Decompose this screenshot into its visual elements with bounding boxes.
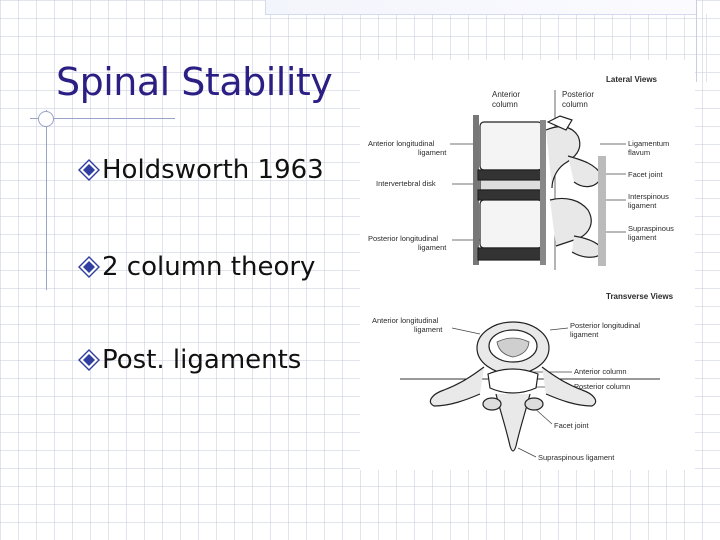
posterior-column-label: Posterior column bbox=[562, 90, 596, 109]
label-line: Posterior bbox=[562, 90, 594, 99]
label-line: column bbox=[562, 100, 588, 109]
transverse-vertebra-drawing bbox=[429, 321, 597, 452]
right-callout-label: Interspinous ligament bbox=[628, 192, 671, 210]
right-callout-label: Facet joint bbox=[628, 170, 664, 179]
right-callout-label: Posterior column bbox=[574, 382, 630, 391]
right-callout-label: Posterior longitudinal ligament bbox=[570, 321, 642, 339]
left-callout-label: Anterior longitudinal ligament bbox=[368, 139, 447, 157]
diamond-bullet-icon bbox=[78, 256, 100, 278]
transverse-views-heading: Transverse Views bbox=[606, 292, 674, 301]
decorative-top-bar bbox=[265, 0, 696, 15]
diamond-bullet-icon bbox=[78, 349, 100, 371]
bullet-text: Holdsworth 1963 bbox=[102, 155, 324, 185]
right-callout-label: Supraspinous ligament bbox=[628, 224, 676, 242]
bullet-item: 2 column theory bbox=[78, 247, 315, 287]
left-callout-label: Intervertebral disk bbox=[376, 179, 436, 188]
decorative-vertical-rule bbox=[46, 110, 47, 290]
label-line: column bbox=[492, 100, 518, 109]
decorative-rule bbox=[696, 0, 697, 82]
bullet-item: Post. ligaments bbox=[78, 340, 301, 380]
lateral-spine-drawing bbox=[473, 115, 606, 266]
label-line: Anterior bbox=[492, 90, 520, 99]
spine-anatomy-figure: Lateral Views Anterior column Posterior … bbox=[360, 60, 695, 470]
right-callout-label: Ligamentum flavum bbox=[628, 139, 671, 157]
bullet-text: Post. ligaments bbox=[102, 345, 302, 375]
left-callout-label: Posterior longitudinal ligament bbox=[368, 234, 447, 252]
left-callout-label: Anterior longitudinal ligament bbox=[372, 316, 443, 334]
decorative-ring-icon bbox=[38, 111, 54, 127]
anterior-column-label: Anterior column bbox=[492, 90, 522, 109]
slide-title: Spinal Stability bbox=[56, 60, 333, 104]
decorative-horizontal-rule bbox=[30, 118, 175, 119]
decorative-rule bbox=[706, 14, 707, 82]
lateral-views-heading: Lateral Views bbox=[606, 75, 658, 84]
bullet-item: Holdsworth 1963 bbox=[78, 150, 324, 190]
bullet-text: 2 column theory bbox=[102, 252, 316, 282]
diamond-bullet-icon bbox=[78, 159, 100, 181]
right-callout-label: Facet joint bbox=[554, 421, 590, 430]
right-callout-label: Anterior column bbox=[574, 367, 627, 376]
right-callout-label: Supraspinous ligament bbox=[538, 453, 615, 462]
